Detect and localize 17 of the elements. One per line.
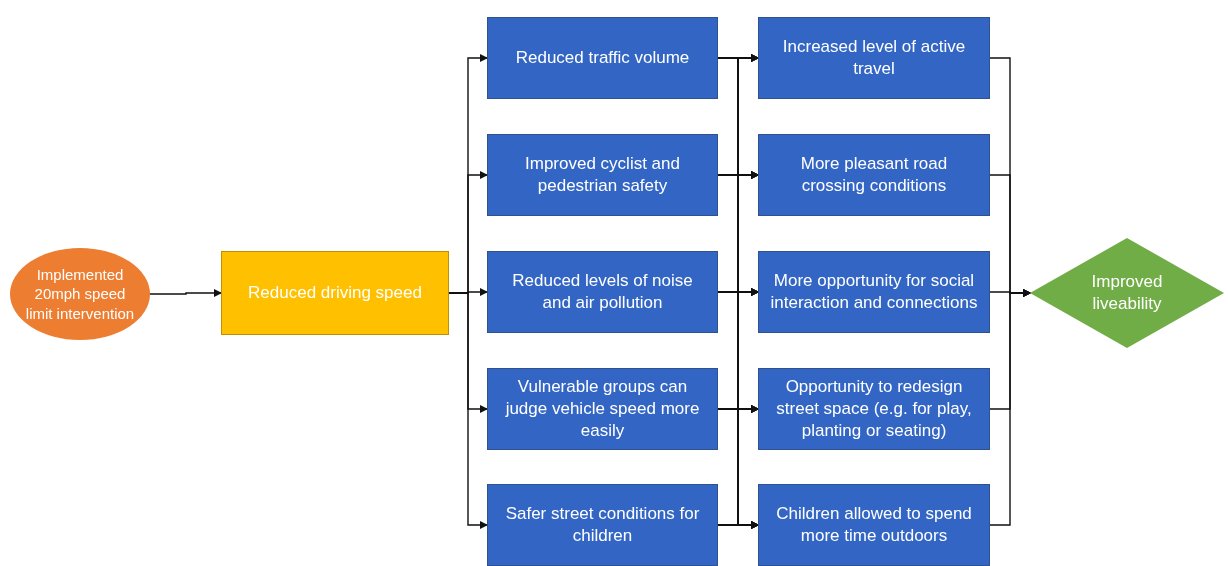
arrow — [149, 289, 222, 297]
process-box: Reduced levels of noise and air pollution — [487, 251, 718, 333]
process-box: Reduced driving speed — [221, 251, 449, 335]
process-box: Improved cyclist and pedestrian safety — [487, 134, 718, 216]
process-box: Opportunity to redesign street space (e.g. for play, planting or seating) — [758, 368, 990, 450]
arrow — [717, 521, 759, 529]
process-box: Children allowed to spend more time outdoors — [758, 484, 990, 566]
process-box: Safer street conditions for children — [487, 484, 718, 566]
process-box: Increased level of active travel — [758, 17, 990, 99]
oval-node: Implemented 20mph speed limit intervention — [10, 248, 150, 340]
process-box: More pleasant road crossing conditions — [758, 134, 990, 216]
process-box: Vulnerable groups can judge vehicle speed more easily — [487, 368, 718, 450]
process-box: Reduced traffic volume — [487, 17, 718, 99]
arrow — [448, 292, 488, 529]
process-box: More opportunity for social interaction and connections — [758, 251, 990, 333]
arrow — [989, 289, 1031, 526]
decision-diamond: Improved liveability — [1030, 238, 1224, 348]
